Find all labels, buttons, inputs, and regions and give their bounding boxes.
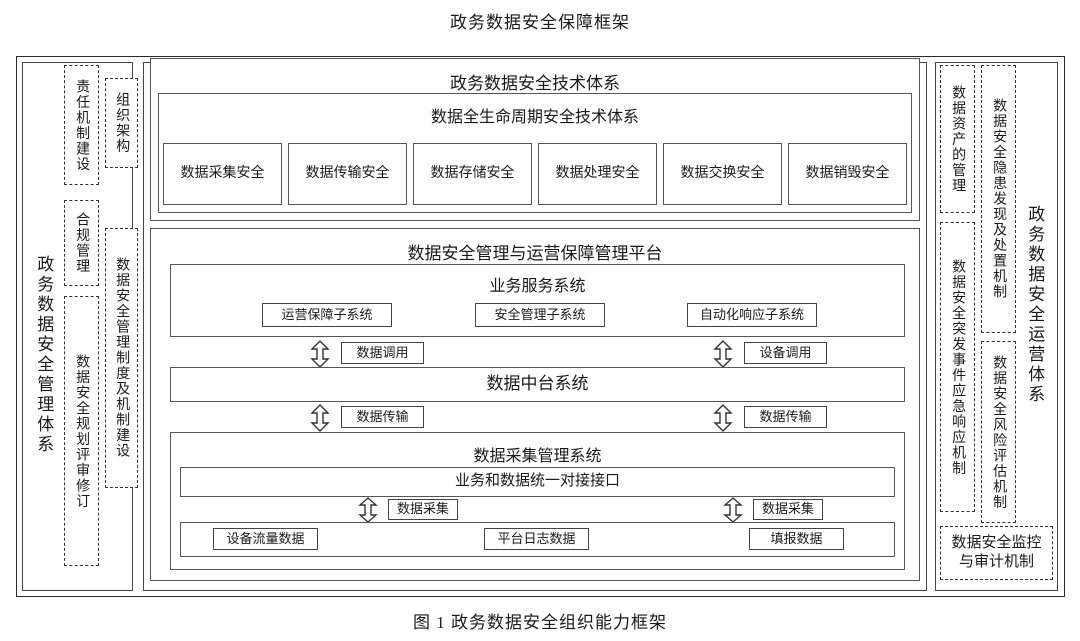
data-source-platform-log[interactable]: 平台日志数据 (484, 528, 589, 550)
figure-caption: 图 1 政务数据安全组织能力框架 (413, 613, 667, 632)
connector-label-device-call-right-text: 设备调用 (759, 344, 812, 360)
right-system-label-text: 政务数据安全运营体系 (1025, 205, 1045, 405)
business-service-title: 业务服务系统 (489, 278, 586, 295)
right-group-asset-management[interactable]: 数据资产的管理 (940, 65, 975, 213)
figure-title: 政务数据安全保障框架 (450, 13, 630, 32)
left-group-compliance-label: 合规管理 (74, 212, 90, 274)
right-group-monitoring-audit-label: 数据安全监控与审计机制 (941, 527, 1052, 579)
lifecycle-item-transmission-label: 数据传输安全 (305, 165, 390, 181)
connector-label-data-call-left: 数据调用 (341, 342, 424, 364)
right-group-hazard-handling[interactable]: 数据安全隐患发现及处置机制 (981, 65, 1016, 333)
arrow-data-collect-left (358, 497, 378, 523)
lifecycle-item-exchange-label: 数据交换安全 (680, 165, 765, 181)
right-group-emergency-response[interactable]: 数据安全突发事件应急响应机制 (940, 222, 975, 512)
lifecycle-item-processing[interactable]: 数据处理安全 (538, 143, 657, 205)
right-group-risk-assessment[interactable]: 数据安全风险评估机制 (981, 341, 1016, 523)
platform-title: 数据安全管理与运营保障管理平台 (407, 244, 663, 263)
data-source-platform-log-label: 平台日志数据 (497, 530, 576, 546)
unified-interface-label: 业务和数据统一对接接口 (454, 473, 620, 490)
connector-label-data-call-left-text: 数据调用 (356, 344, 409, 360)
lifecycle-item-collection[interactable]: 数据采集安全 (163, 143, 282, 205)
lifecycle-item-collection-label: 数据采集安全 (180, 165, 265, 181)
left-group-org-structure[interactable]: 组织架构 (105, 78, 138, 168)
connector-label-data-collect-right-text: 数据采集 (761, 501, 814, 517)
right-group-emergency-response-label: 数据安全突发事件应急响应机制 (950, 258, 966, 476)
subsystem-security-label: 安全管理子系统 (494, 306, 586, 322)
subsystem-automation[interactable]: 自动化响应子系统 (687, 303, 817, 327)
unified-interface-box: 业务和数据统一对接接口 (180, 467, 895, 497)
right-group-monitoring-audit[interactable]: 数据安全监控与审计机制 (940, 526, 1053, 580)
lifecycle-item-destruction-label: 数据销毁安全 (805, 165, 890, 181)
arrow-data-collect-right (723, 497, 743, 523)
lifecycle-item-storage-label: 数据存储安全 (430, 165, 515, 181)
left-group-management-policy[interactable]: 数据安全管理制度及机制建设 (105, 228, 138, 488)
arrow-data-transfer-left (310, 404, 330, 432)
data-source-device-traffic-label: 设备流量数据 (226, 530, 305, 546)
data-middle-platform-title: 数据中台系统 (486, 374, 589, 394)
lifecycle-item-transmission[interactable]: 数据传输安全 (288, 143, 407, 205)
connector-label-data-transfer-left-text: 数据传输 (356, 408, 409, 424)
left-group-planning-review-label: 数据安全规划评审修订 (74, 353, 90, 509)
connector-label-data-transfer-right-text: 数据传输 (759, 408, 812, 424)
tech-system-title: 政务数据安全技术体系 (450, 74, 620, 93)
lifecycle-title: 数据全生命周期安全技术体系 (430, 109, 639, 126)
left-group-management-policy-label: 数据安全管理制度及机制建设 (114, 257, 130, 459)
right-group-monitoring-audit-text: 数据安全监控与审计机制 (951, 534, 1042, 571)
arrow-device-call-right (713, 340, 733, 368)
lifecycle-item-exchange[interactable]: 数据交换安全 (663, 143, 782, 205)
connector-label-data-collect-left: 数据采集 (388, 499, 458, 520)
lifecycle-item-processing-label: 数据处理安全 (555, 165, 640, 181)
left-group-compliance[interactable]: 合规管理 (64, 200, 99, 286)
data-source-reported[interactable]: 填报数据 (749, 528, 844, 550)
connector-label-data-collect-left-text: 数据采集 (396, 501, 449, 517)
subsystem-operation[interactable]: 运营保障子系统 (262, 303, 392, 327)
left-group-planning-review[interactable]: 数据安全规划评审修订 (64, 296, 99, 566)
right-group-hazard-handling-label: 数据安全隐患发现及处置机制 (991, 98, 1007, 300)
left-group-responsibility-label: 责任机制建设 (74, 78, 90, 172)
connector-label-data-transfer-left: 数据传输 (341, 406, 424, 428)
data-source-device-traffic[interactable]: 设备流量数据 (213, 528, 318, 550)
left-system-label-text: 政务数据安全管理体系 (34, 255, 54, 455)
data-source-reported-label: 填报数据 (770, 530, 823, 546)
connector-label-data-transfer-right: 数据传输 (744, 406, 827, 428)
collection-system-title: 数据采集管理系统 (473, 448, 602, 465)
data-middle-platform-box: 数据中台系统 (170, 367, 905, 402)
connector-label-device-call-right: 设备调用 (744, 342, 827, 364)
left-group-responsibility[interactable]: 责任机制建设 (64, 65, 99, 185)
subsystem-operation-label: 运营保障子系统 (281, 306, 373, 322)
lifecycle-box: 数据全生命周期安全技术体系 (158, 93, 912, 213)
subsystem-automation-label: 自动化响应子系统 (699, 306, 804, 322)
lifecycle-item-destruction[interactable]: 数据销毁安全 (788, 143, 907, 205)
arrow-data-transfer-right (713, 404, 733, 432)
subsystem-security[interactable]: 安全管理子系统 (475, 303, 605, 327)
right-system-label: 政务数据安全运营体系 (1016, 140, 1052, 470)
lifecycle-item-storage[interactable]: 数据存储安全 (413, 143, 532, 205)
left-group-org-structure-label: 组织架构 (114, 92, 130, 154)
arrow-data-call-left (310, 340, 330, 368)
left-system-label: 政务数据安全管理体系 (25, 190, 61, 520)
right-group-risk-assessment-label: 数据安全风险评估机制 (991, 354, 1007, 510)
right-group-asset-management-label: 数据资产的管理 (950, 84, 966, 194)
connector-label-data-collect-right: 数据采集 (753, 499, 823, 520)
